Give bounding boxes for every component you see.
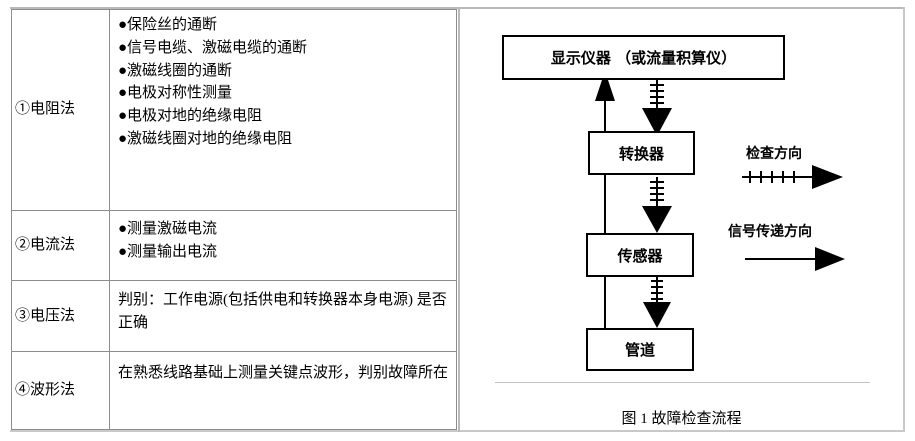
- method-details-cell: 在熟悉线路基础上测量关键点波形，判别故障所在: [110, 352, 457, 429]
- table-right-border: [456, 9, 457, 430]
- list-item: ●激磁线圈的通断: [118, 62, 233, 79]
- legend-plain-arrow: [745, 247, 845, 271]
- method-label: ④波形法: [15, 382, 76, 399]
- list-item: ●电极对称性测量: [118, 85, 233, 102]
- method-details-cell: ●保险丝的通断 ●信号电缆、激磁电缆的通断 ●激磁线圈的通断 ●电极对称性测量 …: [110, 9, 457, 210]
- flow-box-sensor: 传感器: [586, 233, 694, 277]
- fault-detection-methods-table: ①电阻法 ●保险丝的通断 ●信号电缆、激磁电缆的通断 ●激磁线圈的通断 ●电极对…: [11, 9, 457, 430]
- flow-box-pipeline: 管道: [586, 328, 694, 371]
- column-divider: [458, 7, 460, 432]
- table-top-border: [11, 9, 457, 10]
- flow-box-label: 传感器: [617, 246, 663, 265]
- fault-check-flow-diagram: 显示仪器 （或流量积算仪） 转换器 传感器 管道 检查方向 信号传递方向 图 1…: [460, 9, 903, 430]
- method-label: ②电流法: [15, 237, 76, 254]
- method-description: 判别：工作电源(包括供电和转换器本身电源) 是否正确: [118, 292, 447, 332]
- flow-box-transmitter: 转换器: [588, 131, 695, 175]
- flow-box-label: 转换器: [618, 144, 664, 163]
- inspection-arrow: [642, 80, 672, 136]
- page-top-rule: [10, 7, 905, 9]
- method-label: ③电压法: [15, 307, 76, 324]
- method-details-cell: 判别：工作电源(包括供电和转换器本身电源) 是否正确: [110, 281, 457, 351]
- flow-box-label: 显示仪器 （或流量积算仪）: [550, 49, 737, 67]
- method-name-cell: ③电压法: [11, 281, 110, 351]
- page-bottom-rule: [10, 430, 905, 432]
- legend-label-signal-direction: 信号传递方向: [728, 224, 812, 240]
- figure-separator-rule: [495, 382, 870, 383]
- method-description: 在熟悉线路基础上测量关键点波形，判别故障所在: [118, 365, 449, 381]
- table-row: ①电阻法 ●保险丝的通断 ●信号电缆、激磁电缆的通断 ●激磁线圈的通断 ●电极对…: [11, 9, 457, 211]
- method-name-cell: ②电流法: [11, 211, 110, 280]
- list-item: ●激磁线圈对地的绝缘电阻: [118, 130, 293, 147]
- method-name-cell: ①电阻法: [11, 9, 110, 210]
- legend-hatched-arrow: [742, 165, 843, 189]
- legend-label-inspection-direction: 检查方向: [746, 146, 802, 162]
- figure-caption: 图 1 故障检查流程: [621, 411, 742, 427]
- method-details-cell: ●测量激磁电流 ●测量输出电流: [110, 211, 457, 280]
- table-row: ②电流法 ●测量激磁电流 ●测量输出电流: [11, 211, 457, 281]
- table-row: ④波形法 在熟悉线路基础上测量关键点波形，判别故障所在: [11, 352, 457, 429]
- list-item: ●测量输出电流: [118, 243, 218, 260]
- method-label: ①电阻法: [15, 101, 76, 118]
- inspection-arrow: [642, 177, 672, 233]
- flow-box-label: 管道: [624, 341, 655, 359]
- flow-box-display-instrument: 显示仪器 （或流量积算仪）: [502, 35, 785, 80]
- list-item: ●保险丝的通断: [118, 17, 218, 33]
- list-item: ●电极对地的绝缘电阻: [118, 108, 263, 125]
- table-left-border: [11, 9, 12, 430]
- list-item: ●信号电缆、激磁电缆的通断: [118, 39, 308, 56]
- list-item: ●测量激磁电流: [118, 221, 218, 237]
- table-row: ③电压法 判别：工作电源(包括供电和转换器本身电源) 是否正确: [11, 281, 457, 352]
- page-right-edge: [903, 7, 905, 432]
- table-bottom-border: [11, 429, 457, 430]
- method-name-cell: ④波形法: [11, 352, 110, 429]
- inspection-arrow: [643, 276, 671, 328]
